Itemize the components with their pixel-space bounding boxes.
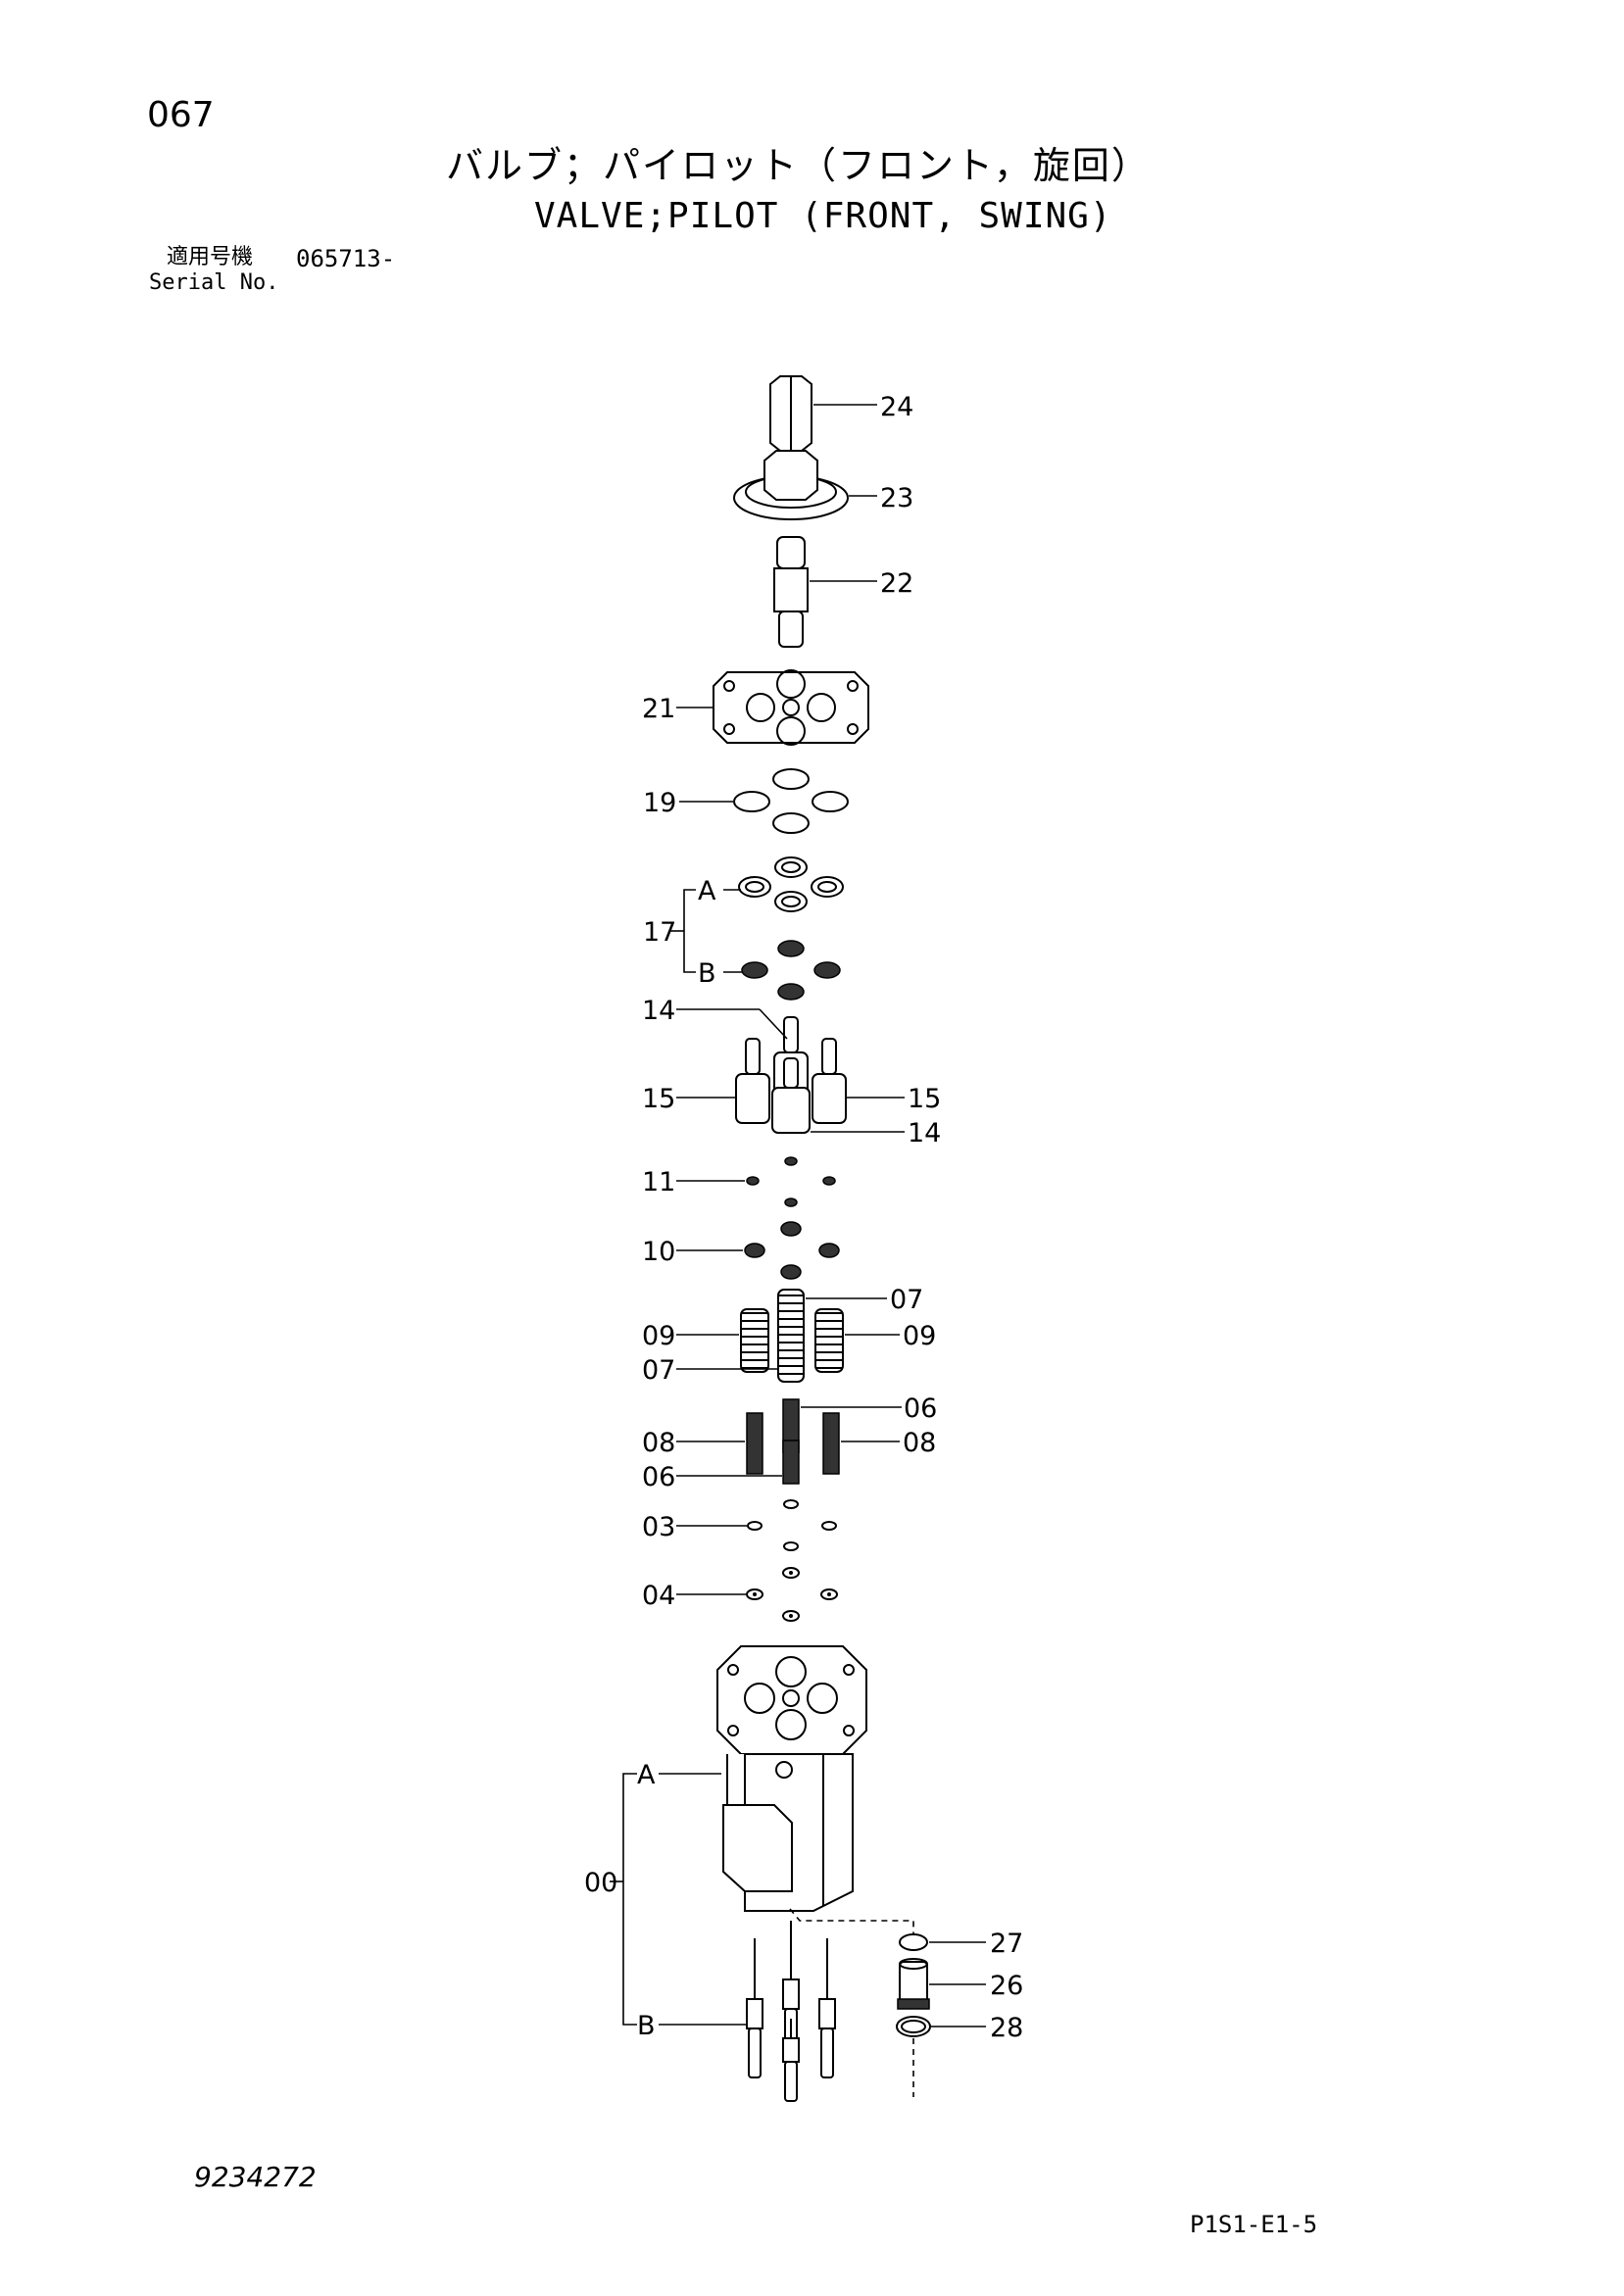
callout-24: 24 (880, 392, 913, 422)
part-24-hex-nut (769, 375, 877, 452)
callout-00-b: B (637, 2011, 656, 2041)
callout-00: 00 (584, 1868, 617, 1898)
callout-21: 21 (642, 694, 675, 724)
callout-03: 03 (642, 1512, 675, 1542)
part-26-plug (897, 1958, 986, 2010)
part-19-o-rings (679, 768, 849, 834)
serial-number-value: 065713- (296, 245, 396, 272)
part-10-washers (676, 1221, 840, 1280)
callout-15-left: 15 (642, 1084, 675, 1114)
callout-07-bottom: 07 (642, 1355, 675, 1386)
callout-23: 23 (880, 483, 913, 513)
callout-15-right: 15 (908, 1084, 941, 1114)
part-14-15-plungers (676, 1008, 905, 1134)
part-28-o-ring (896, 2016, 986, 2097)
serial-label-english: Serial No. (149, 270, 279, 295)
title-japanese: バルブ；パイロット（フロント，旋回） (446, 144, 1151, 187)
callout-06-bottom: 06 (642, 1462, 675, 1492)
callout-06-top: 06 (904, 1393, 937, 1424)
callout-27: 27 (990, 1929, 1023, 1959)
part-03-washers (676, 1499, 837, 1551)
part-21-plate (676, 669, 869, 746)
page-number: 067 (147, 95, 215, 135)
part-07-09-springs (676, 1289, 900, 1383)
part-00-casing (610, 1645, 914, 2026)
callout-19: 19 (643, 788, 676, 818)
callout-04: 04 (642, 1581, 675, 1611)
callout-09-right: 09 (903, 1321, 936, 1351)
callout-00-a: A (637, 1760, 656, 1790)
callout-11: 11 (642, 1167, 675, 1197)
callout-08-right: 08 (903, 1428, 936, 1458)
callout-17-a: A (698, 876, 716, 906)
serial-label-japanese: 適用号機 (167, 245, 254, 269)
callout-08-left: 08 (642, 1428, 675, 1458)
part-22-joint-shaft (773, 536, 877, 648)
callout-10: 10 (642, 1237, 675, 1267)
callout-17-b: B (698, 958, 716, 989)
part-17-seals (670, 856, 844, 1001)
page-code: P1S1-E1-5 (1190, 2211, 1318, 2238)
part-06-08-springs (676, 1398, 902, 1485)
callout-26: 26 (990, 1971, 1023, 2001)
part-00-b-pins (746, 1921, 836, 2102)
part-23-plate (733, 450, 877, 520)
callout-28: 28 (990, 2013, 1023, 2043)
callout-22: 22 (880, 568, 913, 599)
part-27-o-ring (899, 1933, 986, 1951)
callout-14-bottom: 14 (908, 1118, 941, 1148)
title-english: VALVE;PILOT (FRONT, SWING) (534, 196, 1112, 236)
part-04-washers (676, 1567, 838, 1622)
callout-09-left: 09 (642, 1321, 675, 1351)
callout-07-top: 07 (890, 1285, 923, 1315)
callout-17: 17 (643, 917, 676, 948)
part-11-rings (676, 1156, 836, 1207)
drawing-number: 9234272 (194, 2161, 317, 2193)
callout-14-top: 14 (642, 996, 675, 1026)
